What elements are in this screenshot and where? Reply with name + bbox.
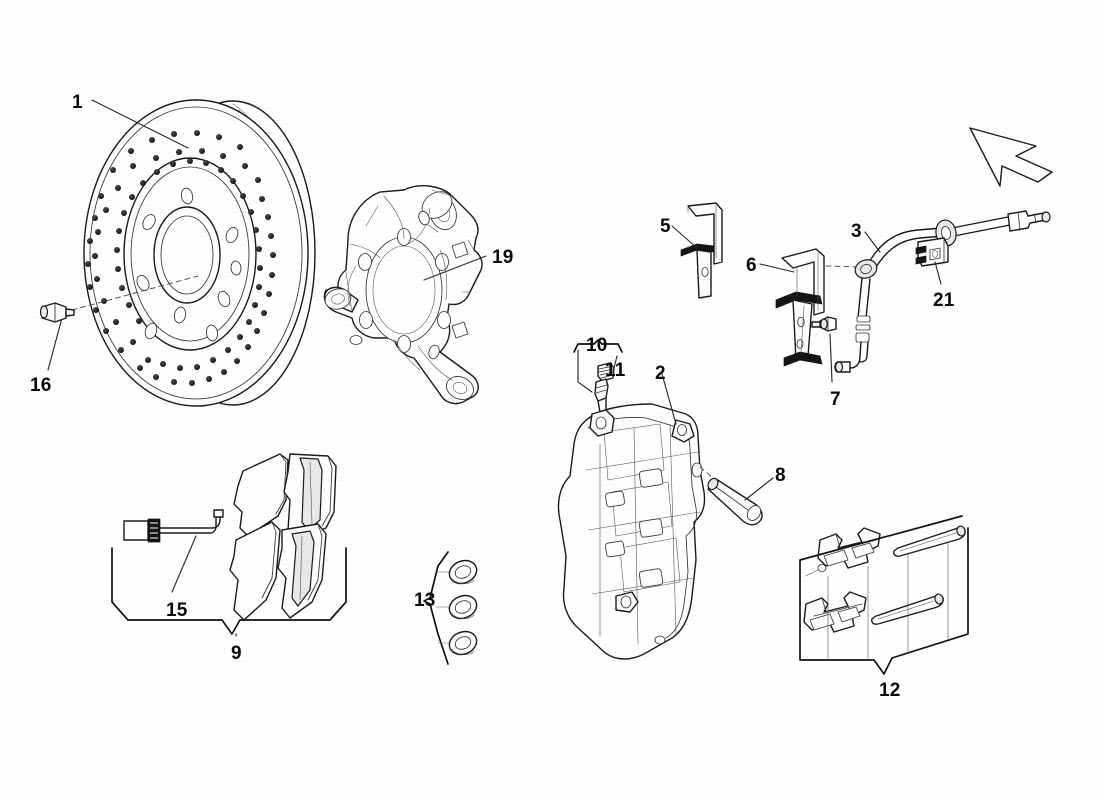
callout-15: 15 (166, 600, 188, 621)
leader-8 (744, 477, 774, 501)
callout-16: 16 (30, 375, 52, 396)
leader-2 (661, 373, 677, 425)
callout-9: 9 (231, 643, 242, 664)
retaining-spring-and-pin-kit (799, 515, 969, 675)
brake-hose (834, 210, 1051, 373)
leader-1 (91, 99, 189, 149)
leader-21 (934, 261, 942, 285)
leader-19 (423, 255, 487, 281)
group-bracket-13 (423, 551, 449, 665)
fitline-6-to-hose (825, 265, 861, 268)
fitline-8 (699, 466, 713, 478)
callout-10: 10 (586, 335, 608, 356)
leader-11 (612, 355, 618, 373)
callout-1: 1 (72, 92, 83, 113)
callout-7: 7 (830, 389, 841, 410)
callout-19: 19 (492, 247, 514, 268)
callout-13: 13 (414, 590, 436, 611)
callout-8: 8 (775, 465, 786, 486)
callout-21: 21 (933, 290, 955, 311)
callout-5: 5 (660, 216, 671, 237)
callout-12: 12 (879, 680, 901, 701)
brake-disc (83, 99, 316, 407)
bracket-bolt (811, 316, 837, 332)
hose-retaining-clip (915, 219, 957, 267)
bleeder-dust-cap (597, 362, 615, 382)
leader-15 (171, 535, 197, 593)
hose-bracket-small (680, 202, 723, 299)
forward-direction-arrow (969, 127, 1053, 187)
group-bracket-9 (111, 547, 347, 635)
wheel-hub-carrier (323, 185, 483, 405)
bleeder-assembly (573, 339, 623, 413)
leader-6 (759, 263, 795, 273)
group-bracket-12 (799, 515, 969, 675)
callout-6: 6 (746, 255, 757, 276)
seal-ring-set (423, 551, 478, 665)
hose-bracket-large (775, 248, 825, 367)
pad-wear-sensor (123, 509, 224, 543)
callout-3: 3 (851, 221, 862, 242)
disc-retaining-screw (39, 302, 75, 323)
leader-5 (671, 225, 698, 249)
brake-pad-set (229, 453, 337, 621)
leader-7 (829, 333, 833, 383)
fitline-16 (71, 275, 199, 311)
brake-caliper (557, 403, 706, 660)
group-bracket-10 (573, 339, 623, 353)
callout-11: 11 (605, 360, 626, 381)
leader-3 (864, 231, 881, 253)
leader-16 (47, 317, 63, 371)
leader-10 (577, 349, 593, 393)
bleeder-screw (594, 378, 609, 413)
callout-2: 2 (655, 363, 666, 384)
caliper-mounting-bolt (707, 477, 763, 526)
